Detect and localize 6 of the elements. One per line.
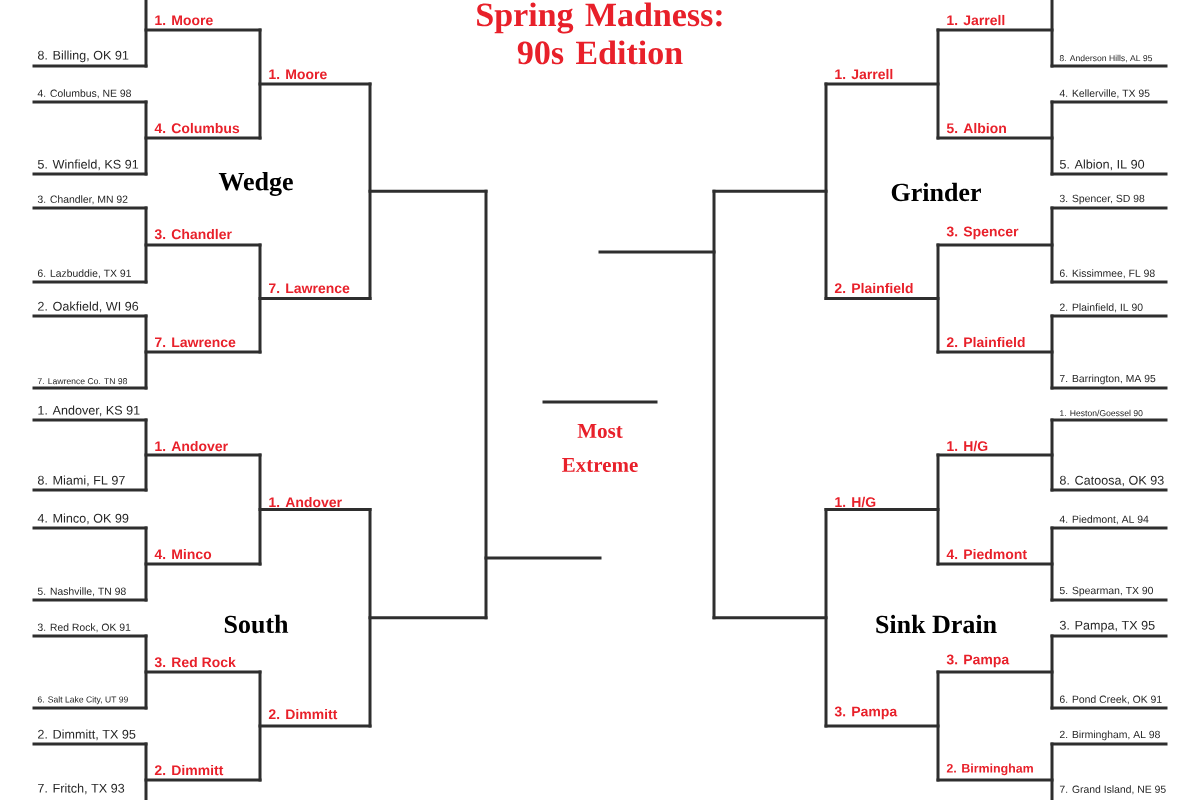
region-name: South	[224, 614, 289, 634]
region-name: Grinder	[891, 182, 981, 202]
region-name: Sink Drain	[876, 614, 997, 634]
final-label: Most Extreme	[562, 424, 638, 472]
region-name: Wedge	[218, 172, 293, 196]
title: Spring Madness: 90s Edition	[477, 2, 722, 65]
